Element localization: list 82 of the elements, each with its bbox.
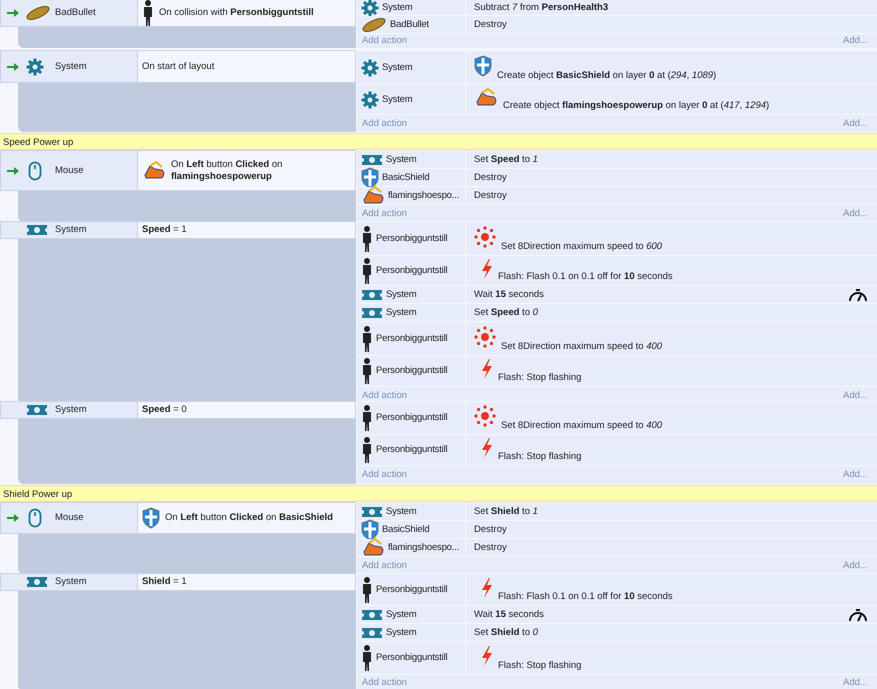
action-object: Personbigguntstill [376, 584, 448, 594]
action-object: Personbigguntstill [376, 444, 448, 455]
action-text: Wait 15 seconds [474, 288, 544, 300]
action-object: flamingshoespo... [388, 190, 460, 200]
event-block [0, 502, 877, 575]
action-object: flamingshoespo... [388, 542, 460, 552]
object-name: System [55, 404, 87, 415]
condition-text: On collision with Personbigguntstill [159, 7, 315, 19]
action-object: BasicShield [382, 524, 430, 534]
condition-text: Speed = 1 [142, 224, 188, 236]
action-text: Flash: Stop flashing [498, 372, 582, 383]
action-text: Flash: Stop flashing [498, 451, 582, 462]
action-object: System [386, 626, 416, 638]
action-object: Personbigguntstill [376, 232, 448, 244]
group-header-bar [0, 133, 877, 150]
group-title: Shield Power up [3, 488, 72, 500]
action-object: BadBullet [390, 18, 429, 30]
add-action-link: Add action [362, 208, 407, 218]
object-name: Mouse [55, 164, 84, 176]
condition-text: On start of layout [142, 60, 216, 72]
object-name: BadBullet [55, 7, 96, 18]
action-text: Set Shield to 0 [474, 626, 538, 638]
action-text: Set 8Direction maximum speed to 400 [501, 420, 662, 431]
action-text: Destroy [474, 190, 507, 200]
action-object: Personbigguntstill [376, 412, 448, 423]
group-title: Speed Power up [3, 136, 74, 148]
action-text: Flash: Flash 0.1 on 0.1 off for 10 seconds [498, 591, 673, 602]
event-block [0, 573, 877, 689]
action-text: Set 8Direction maximum speed to 600 [501, 241, 662, 252]
object-name: Mouse [55, 512, 84, 523]
event-block [0, 150, 877, 223]
add-action-link: Add action [362, 560, 407, 570]
action-object: System [386, 288, 416, 300]
add-action-link: Add action [362, 677, 407, 688]
condition-text: On Left button Clicked on BasicShield [165, 512, 334, 524]
condition-text: Speed = 0 [142, 404, 188, 416]
action-text: Flash: Flash 0.1 on 0.1 off for 10 seconds [498, 271, 673, 282]
action-text: Destroy [474, 542, 507, 552]
action-text: Subtract 7 from PersonHealth3 [474, 2, 608, 12]
add-action-link: Add action [362, 469, 407, 480]
action-text: Set 8Direction maximum speed to 400 [501, 341, 662, 352]
action-object: System [382, 94, 412, 104]
add-action-link: Add action [362, 35, 407, 46]
event-block [0, 0, 877, 49]
action-object: System [382, 62, 412, 72]
action-text: Flash: Stop flashing [498, 660, 582, 671]
action-text: Set Speed to 0 [474, 306, 538, 318]
add-link: Add... [843, 677, 868, 688]
condition-text: Shield = 1 [142, 576, 188, 588]
action-object: System [386, 306, 416, 318]
object-name: System [55, 224, 87, 235]
action-object: BasicShield [382, 172, 430, 182]
add-link: Add... [843, 390, 868, 400]
event-block [0, 401, 877, 485]
action-text: Destroy [474, 172, 507, 182]
object-name: System [55, 576, 87, 587]
add-link: Add... [843, 35, 868, 46]
condition-text: On Left button Clicked on flamingshoespowerup [171, 158, 284, 182]
action-object: Personbigguntstill [376, 652, 448, 663]
add-link: Add... [843, 560, 868, 570]
event-block [0, 50, 877, 133]
action-object: Personbigguntstill [376, 264, 448, 276]
action-object: System [386, 608, 416, 620]
add-link: Add... [843, 469, 868, 480]
action-object: Personbigguntstill [376, 332, 448, 344]
object-name: System [55, 60, 87, 72]
add-link: Add... [843, 118, 868, 128]
add-action-link: Add action [362, 118, 407, 128]
group-header-bar [0, 485, 877, 502]
add-action-link: Add action [362, 390, 407, 400]
action-object: System [382, 2, 412, 12]
action-object: System [386, 506, 416, 516]
action-object: Personbigguntstill [376, 365, 448, 376]
action-text: Set Shield to 1 [474, 506, 538, 516]
action-text: Set Speed to 1 [474, 154, 538, 164]
action-text: Create object flamingshoespowerup on layer 0 at (417, 1294) [503, 100, 770, 111]
add-link: Add... [843, 208, 868, 218]
action-text: Destroy [474, 18, 507, 30]
action-text: Wait 15 seconds [474, 608, 544, 620]
action-text: Destroy [474, 524, 507, 534]
action-text: Create object BasicShield on layer 0 at (294, 1089) [497, 70, 716, 81]
action-object: System [386, 154, 416, 164]
